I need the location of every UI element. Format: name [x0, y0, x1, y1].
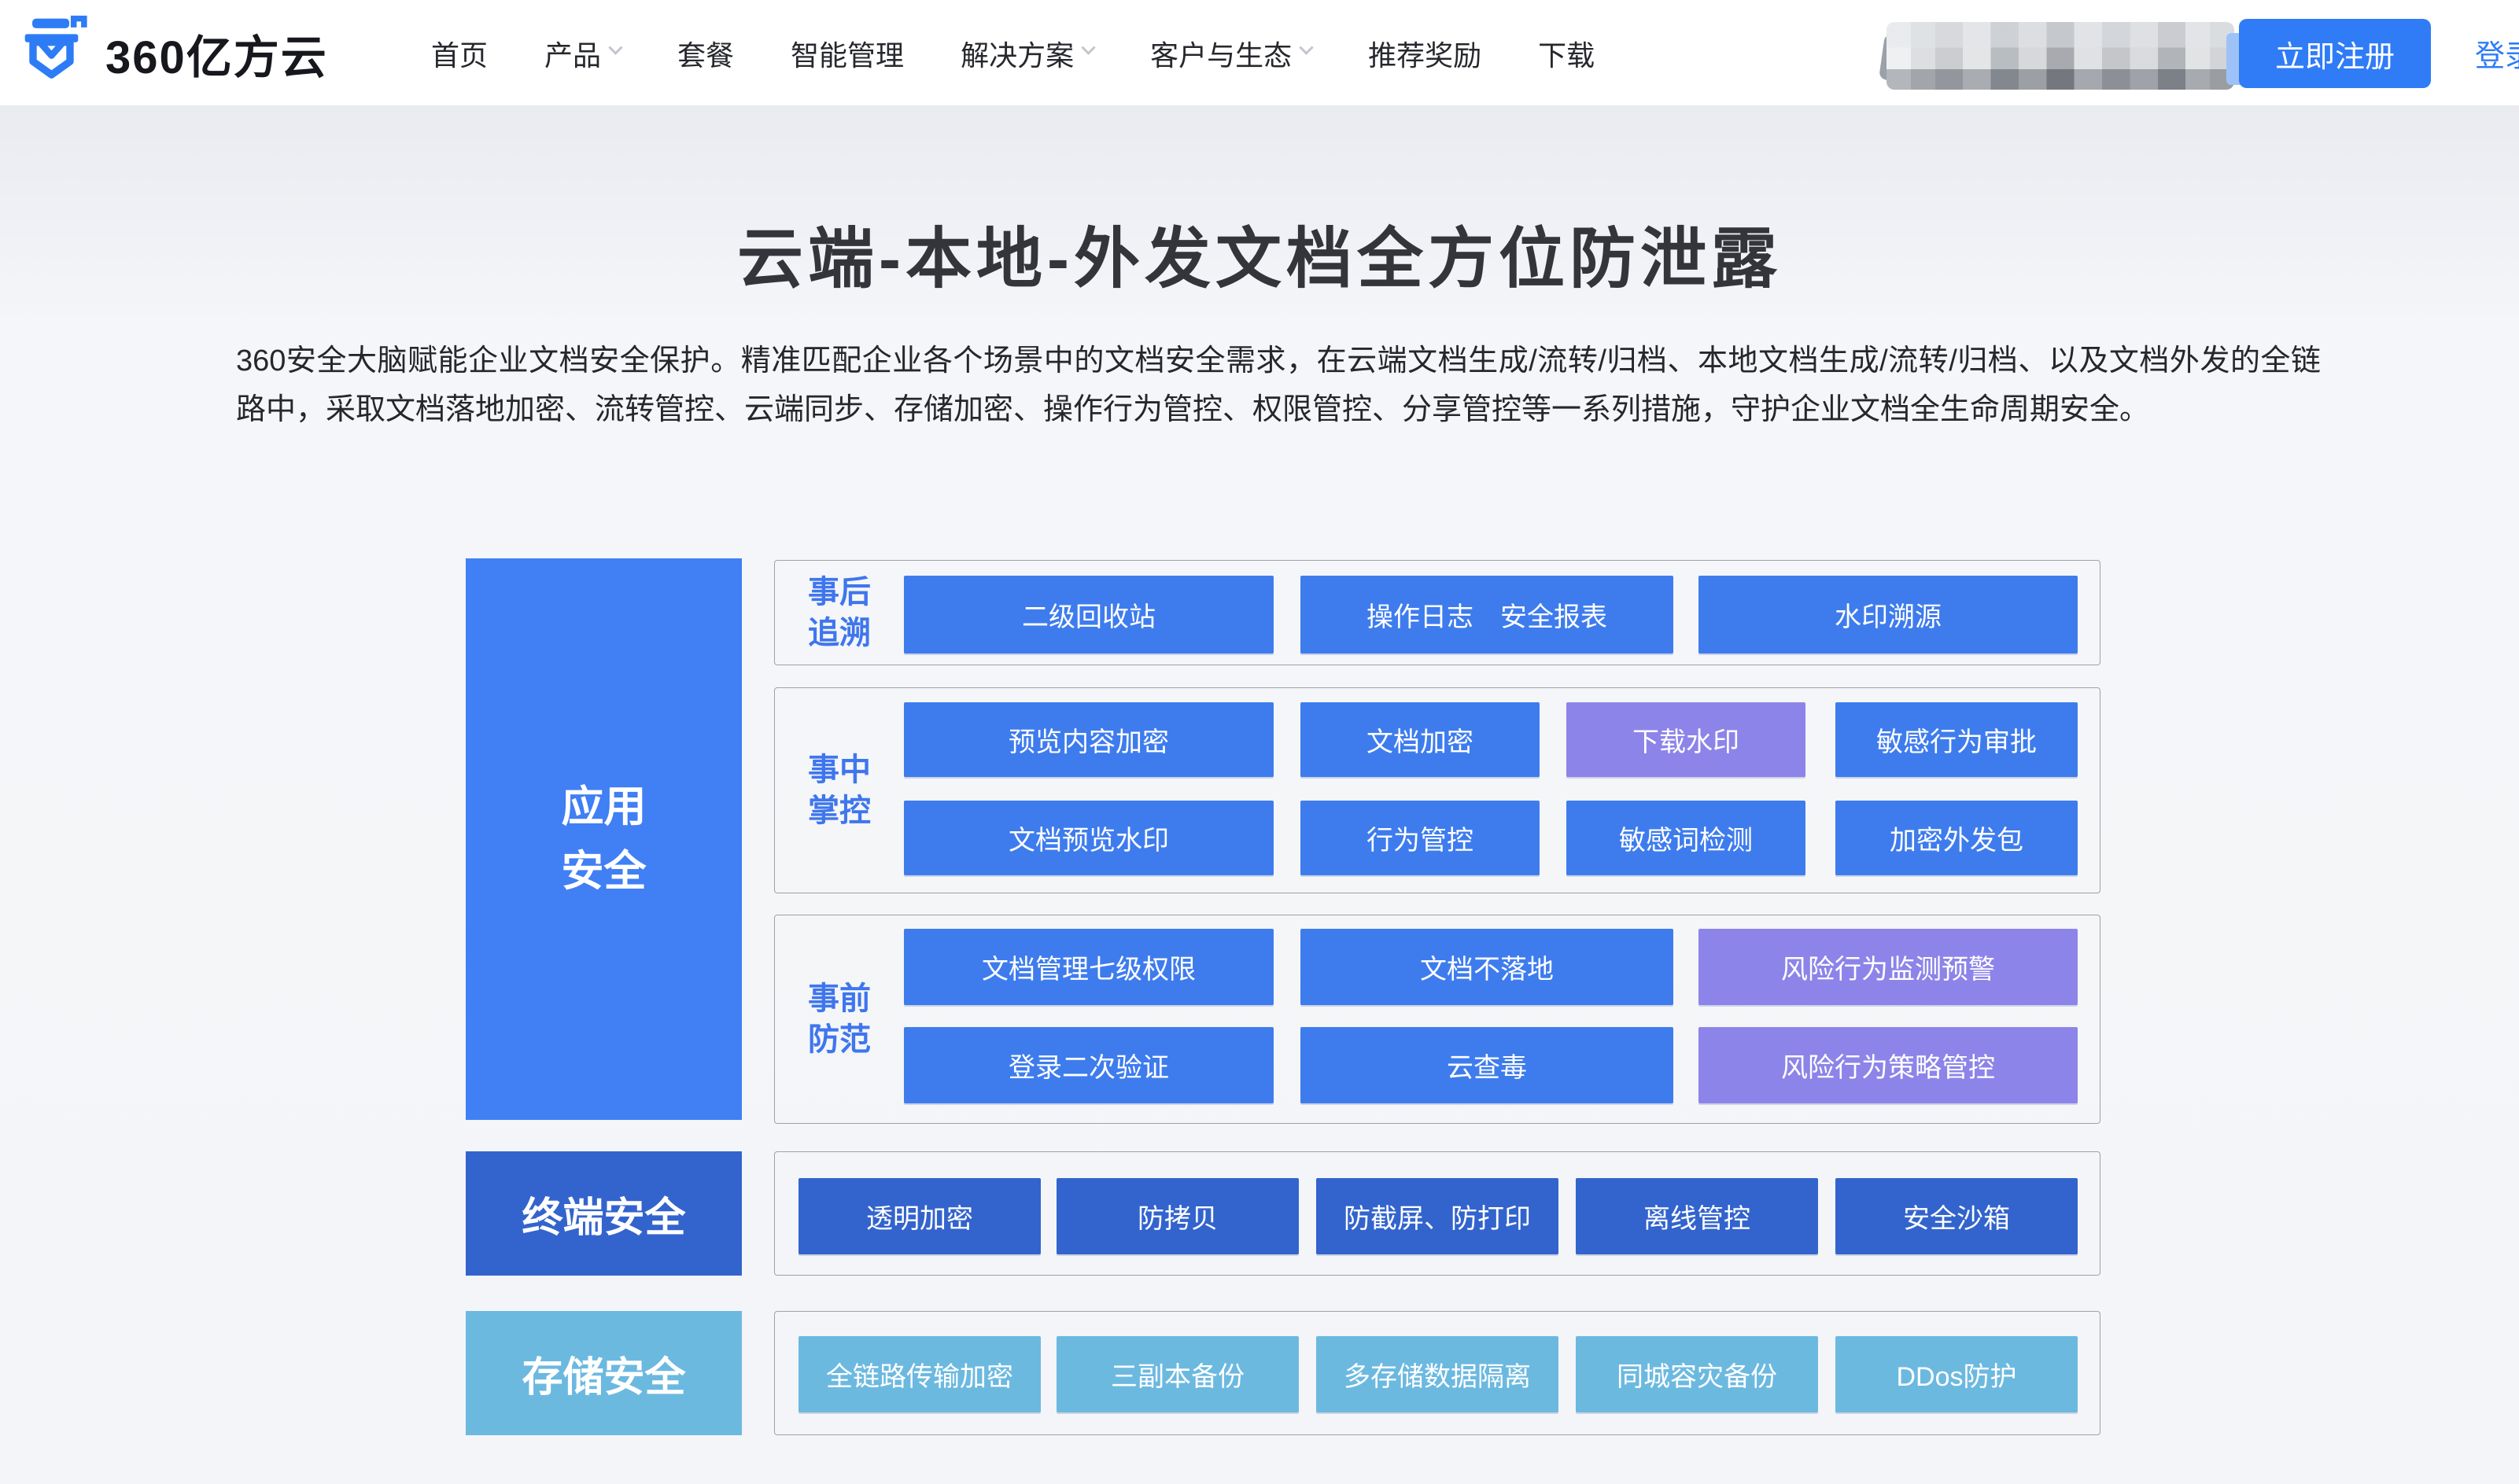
category-label: 应用 [561, 783, 647, 830]
feature-box: 行为管控 [1300, 801, 1540, 875]
nav-item-solutions[interactable]: 解决方案 [961, 33, 1096, 74]
feature-box: 防截屏、防打印 [1316, 1178, 1558, 1254]
category-label: 终端安全 [522, 1195, 686, 1241]
nav-item-products[interactable]: 产品 [544, 33, 623, 74]
register-button[interactable]: 立即注册 [2239, 19, 2431, 88]
feature-box: 文档不落地 [1300, 929, 1673, 1005]
feature-box: 登录二次验证 [904, 1027, 1274, 1103]
feature-box: 离线管控 [1576, 1178, 1818, 1254]
category-terminal-security: 终端安全 [466, 1151, 742, 1276]
group-after-incident: 事后追溯 二级回收站 操作日志 安全报表 水印溯源 [774, 560, 2100, 665]
nav-item-download[interactable]: 下载 [1538, 39, 1595, 72]
group-before-incident: 事前防范 文档管理七级权限 文档不落地 风险行为监测预警 登录二次验证 云查毒 … [774, 915, 2100, 1124]
category-label: 存储安全 [522, 1354, 686, 1401]
category-app-security: 应用 安全 [466, 558, 742, 1120]
brand-name: 360亿方云 [105, 31, 328, 83]
feature-box: 风险行为监测预警 [1698, 929, 2078, 1005]
feature-box: DDos防护 [1835, 1336, 2078, 1412]
feature-box: 防拷贝 [1057, 1178, 1299, 1254]
page-title: 云端-本地-外发文档全方位防泄露 [737, 222, 1782, 296]
category-label: 安全 [561, 848, 647, 895]
top-nav-bar: 360亿方云 首页 产品 套餐 智能管理 解决方案 客户与生态 推荐奖励 下载 … [0, 0, 2519, 106]
feature-box: 透明加密 [798, 1178, 1041, 1254]
feature-box: 三副本备份 [1057, 1336, 1299, 1412]
nav-item-customers-ecosystem[interactable]: 客户与生态 [1150, 33, 1314, 74]
page-description: 360安全大脑赋能企业文档安全保护。精准匹配企业各个场景中的文档安全需求，在云端… [236, 344, 2321, 426]
chevron-down-icon [1081, 40, 1096, 55]
group-label: 事后追溯 [808, 575, 871, 650]
feature-box: 水印溯源 [1698, 576, 2078, 654]
feature-box: 预览内容加密 [904, 702, 1274, 777]
main-nav: 首页 产品 套餐 智能管理 解决方案 客户与生态 推荐奖励 下载 [431, 0, 1595, 106]
group-label: 事前防范 [808, 981, 871, 1057]
category-storage-security: 存储安全 [466, 1311, 742, 1435]
chevron-down-icon [608, 40, 623, 55]
login-link[interactable]: 登录 [2475, 40, 2519, 73]
feature-box: 同城容灾备份 [1576, 1336, 1818, 1412]
brand-logo[interactable]: 360亿方云 [20, 0, 328, 106]
nav-item-smart-management[interactable]: 智能管理 [791, 39, 905, 72]
group-label: 事中掌控 [808, 753, 871, 828]
feature-box: 文档管理七级权限 [904, 929, 1274, 1005]
feature-box: 敏感词检测 [1566, 801, 1805, 875]
feature-box: 敏感行为审批 [1835, 702, 2078, 777]
feature-box: 二级回收站 [904, 576, 1274, 654]
feature-box: 云查毒 [1300, 1027, 1673, 1103]
feature-box: 多存储数据隔离 [1316, 1336, 1558, 1412]
feature-box: 文档加密 [1300, 702, 1540, 777]
feature-box: 操作日志 安全报表 [1300, 576, 1673, 654]
nav-item-referral-rewards[interactable]: 推荐奖励 [1368, 39, 1482, 72]
feature-box: 文档预览水印 [904, 801, 1274, 875]
feature-box: 加密外发包 [1835, 801, 2078, 875]
feature-box: 安全沙箱 [1835, 1178, 2078, 1254]
nav-item-plans[interactable]: 套餐 [677, 39, 735, 72]
feature-box: 下载水印 [1566, 702, 1805, 777]
group-during-incident: 事中掌控 预览内容加密 文档加密 下载水印 敏感行为审批 文档预览水印 行为管控… [774, 687, 2100, 893]
feature-box: 全链路传输加密 [798, 1336, 1041, 1412]
group-terminal-security: 透明加密 防拷贝 防截屏、防打印 离线管控 安全沙箱 [774, 1151, 2100, 1276]
nav-item-home[interactable]: 首页 [431, 39, 489, 72]
brand-logo-icon [20, 14, 94, 92]
redacted-phone-area [1886, 22, 2234, 90]
chevron-down-icon [1299, 40, 1314, 55]
group-storage-security: 全链路传输加密 三副本备份 多存储数据隔离 同城容灾备份 DDos防护 [774, 1311, 2100, 1435]
feature-box: 风险行为策略管控 [1698, 1027, 2078, 1103]
